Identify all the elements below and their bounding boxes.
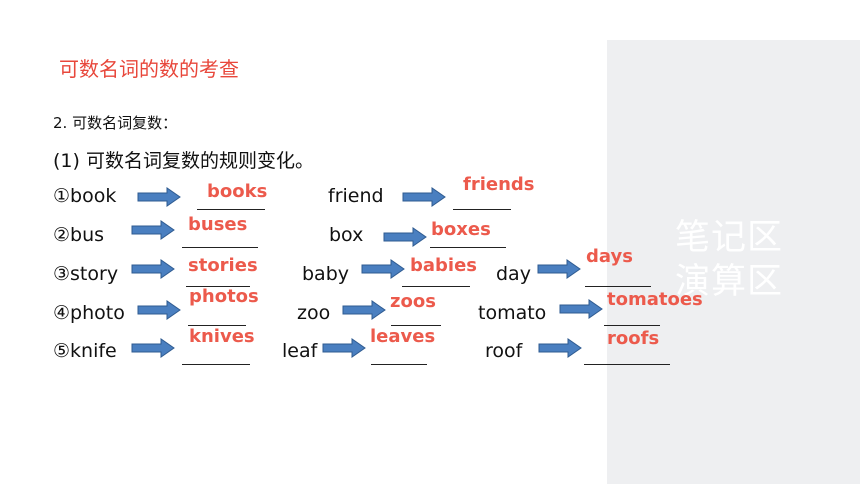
answer-blank[interactable] [182, 364, 250, 365]
answer-blank[interactable] [197, 209, 265, 210]
exercise-word: roof [485, 340, 523, 362]
arrow-right-icon [137, 300, 181, 320]
answer-text: knives [189, 326, 255, 347]
notes-label-text: 笔记区 演算区 [675, 218, 784, 302]
answer-text: stories [188, 255, 258, 276]
arrow-right-icon [131, 338, 175, 358]
exercise-word: ②bus [53, 224, 105, 246]
answer-blank[interactable] [186, 286, 250, 287]
exercise-word: ④photo [53, 302, 125, 324]
notes-panel [607, 40, 860, 484]
answer-blank[interactable] [371, 364, 427, 365]
arrow-right-icon [131, 259, 175, 279]
section-subheading: 2. 可数名词复数： [53, 114, 178, 132]
answer-text: friends [463, 174, 535, 195]
exercise-word: baby [302, 263, 350, 285]
answer-blank[interactable] [604, 325, 660, 326]
exercise-word: ①book [53, 185, 117, 207]
exercise-word: leaf [282, 340, 318, 362]
answer-blank[interactable] [391, 325, 441, 326]
arrow-right-icon [383, 227, 427, 247]
answer-text: zoos [390, 291, 436, 312]
answer-blank[interactable] [182, 247, 258, 248]
answer-text: leaves [370, 326, 436, 347]
exercise-word: tomato [478, 302, 547, 324]
arrow-right-icon [137, 187, 181, 207]
answer-blank[interactable] [453, 209, 511, 210]
exercise-word: zoo [297, 302, 331, 324]
answer-text: babies [410, 255, 478, 276]
answer-blank[interactable] [584, 364, 670, 365]
answer-text: tomatoes [607, 289, 703, 310]
arrow-right-icon [537, 259, 581, 279]
exercise-word: ③story [53, 263, 119, 285]
arrow-right-icon [559, 299, 603, 319]
answer-text: books [207, 181, 268, 202]
answer-blank[interactable] [585, 286, 651, 287]
arrow-right-icon [322, 338, 366, 358]
arrow-right-icon [402, 187, 446, 207]
answer-text: days [586, 246, 633, 267]
exercise-word: friend [328, 185, 384, 207]
answer-text: photos [189, 286, 259, 307]
page-title: 可数名词的数的考查 [59, 57, 239, 81]
arrow-right-icon [342, 300, 386, 320]
rule-heading: (1) 可数名词复数的规则变化。 [53, 150, 314, 172]
answer-text: roofs [607, 328, 660, 349]
exercise-word: ⑤knife [53, 340, 117, 362]
exercise-word: box [329, 224, 364, 246]
answer-blank[interactable] [402, 286, 470, 287]
answer-text: boxes [431, 219, 491, 240]
arrow-right-icon [538, 338, 582, 358]
arrow-right-icon [361, 259, 405, 279]
exercise-word: day [496, 263, 531, 285]
notes-panel-label: 笔记区 演算区 [675, 216, 805, 304]
answer-blank[interactable] [188, 325, 246, 326]
answer-blank[interactable] [430, 247, 506, 248]
arrow-right-icon [131, 220, 175, 240]
answer-text: buses [188, 214, 248, 235]
